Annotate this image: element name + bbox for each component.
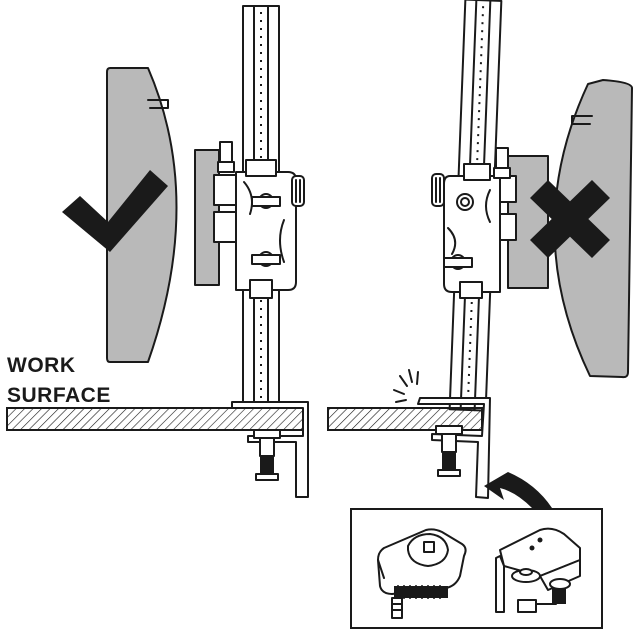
impact-lines-icon: [393, 369, 419, 403]
right-work-surface: [327, 407, 483, 431]
callout-arrow-icon: [484, 472, 552, 508]
left-desk-clamp: [231, 401, 309, 498]
clamp-detail-inset: [350, 508, 603, 629]
work-surface-label-line1: WORK: [7, 354, 76, 377]
correct-installation: WORK SURFACE: [6, 5, 309, 498]
left-mount-bracket: [213, 141, 305, 299]
left-work-surface: [6, 407, 308, 431]
clamp-pad-detail: [377, 528, 467, 619]
clamp-bracket-detail: [495, 527, 581, 613]
right-desk-clamp: [417, 397, 491, 499]
work-surface-label-line2: SURFACE: [7, 384, 111, 407]
check-mark-icon: [62, 170, 168, 252]
incorrect-installation: [327, 0, 633, 508]
right-mount-bracket: [431, 147, 517, 299]
x-mark-icon: [530, 180, 610, 258]
